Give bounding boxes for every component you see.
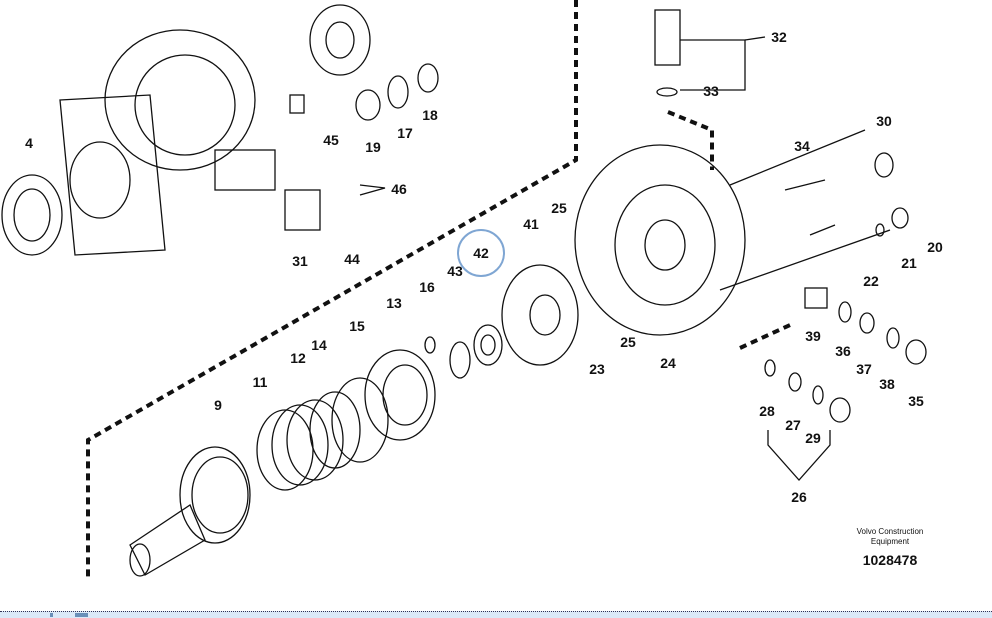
callout-29[interactable]: 29: [805, 430, 821, 446]
assembly-boundary-right-2: [739, 323, 791, 350]
brand-block: Volvo Construction Equipment 1028478: [845, 527, 935, 568]
callout-11[interactable]: 11: [252, 374, 268, 390]
callout-26[interactable]: 26: [791, 489, 807, 505]
callout-46[interactable]: 46: [391, 181, 407, 197]
piston-13: [364, 349, 436, 441]
callout-41[interactable]: 41: [523, 216, 539, 232]
up-arrow-icon[interactable]: [50, 613, 53, 617]
callout-35[interactable]: 35: [908, 393, 924, 409]
callout-36[interactable]: 36: [835, 343, 851, 359]
springs-11-12: [256, 399, 344, 491]
callout-23[interactable]: 23: [589, 361, 605, 377]
callout-21[interactable]: 21: [901, 255, 917, 271]
callout-16[interactable]: 16: [419, 279, 435, 295]
callout-31[interactable]: 31: [292, 253, 308, 269]
callout-34[interactable]: 34: [794, 138, 810, 154]
callout-28[interactable]: 28: [759, 403, 775, 419]
callout-30[interactable]: 30: [876, 113, 892, 129]
callout-42[interactable]: 42: [473, 245, 489, 261]
bottom-toolbar: [0, 611, 992, 618]
callout-20[interactable]: 20: [927, 239, 943, 255]
callout-13[interactable]: 13: [386, 295, 402, 311]
menu-icon[interactable]: [75, 613, 88, 617]
seal-plate: [309, 4, 371, 76]
assembly-boundary-right: [667, 110, 714, 170]
callout-24[interactable]: 24: [660, 355, 676, 371]
callout-18[interactable]: 18: [422, 107, 438, 123]
callout-45[interactable]: 45: [323, 132, 339, 148]
callout-39[interactable]: 39: [805, 328, 821, 344]
highlight-ring: [457, 229, 505, 277]
assembly-boundary: [86, 0, 578, 580]
callout-37[interactable]: 37: [856, 361, 872, 377]
ring-15: [331, 377, 389, 463]
callout-15[interactable]: 15: [349, 318, 365, 334]
callout-27[interactable]: 27: [785, 417, 801, 433]
valve-block-31: [284, 189, 321, 231]
callout-25[interactable]: 25: [551, 200, 567, 216]
callout-4[interactable]: 4: [25, 135, 33, 151]
callout-17[interactable]: 17: [397, 125, 413, 141]
ring-14: [309, 391, 361, 469]
callout-32[interactable]: 32: [771, 29, 787, 45]
callout-9[interactable]: 9: [214, 397, 222, 413]
sensor-32: [654, 9, 681, 66]
snap-ring-43: [449, 341, 471, 379]
callout-22[interactable]: 22: [863, 273, 879, 289]
brand-company: Volvo Construction Equipment: [856, 527, 924, 546]
callout-38[interactable]: 38: [879, 376, 895, 392]
bearing-42: [473, 324, 503, 366]
callout-43[interactable]: 43: [447, 263, 463, 279]
output-shaft-9: [129, 446, 251, 577]
valve-plate-41: [501, 264, 579, 366]
callout-33[interactable]: 33: [703, 83, 719, 99]
rear-cover-24: [574, 144, 746, 336]
callout-19[interactable]: 19: [365, 139, 381, 155]
bearing-4: [1, 174, 63, 256]
callout-14[interactable]: 14: [311, 337, 327, 353]
motor-housing: [59, 29, 276, 256]
callout-25[interactable]: 25: [620, 334, 636, 350]
callout-44[interactable]: 44: [344, 251, 360, 267]
drawing-number: 1028478: [862, 552, 918, 568]
callout-12[interactable]: 12: [290, 350, 306, 366]
